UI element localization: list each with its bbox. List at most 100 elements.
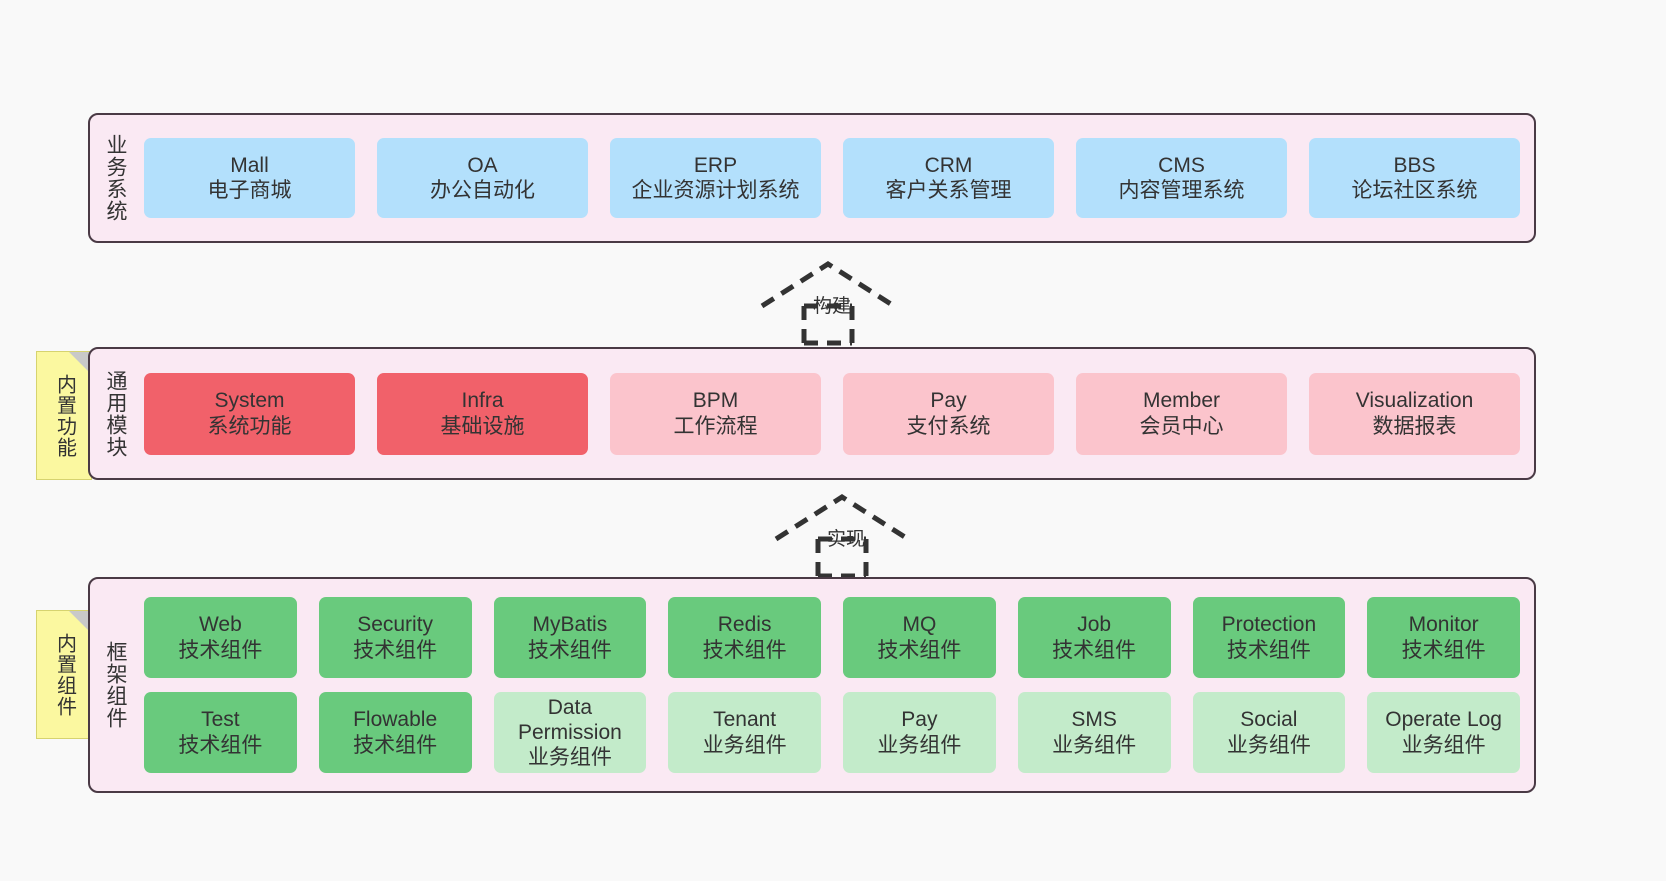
card-oa[interactable]: OA 办公自动化 (377, 138, 588, 218)
card-subtitle: 工作流程 (673, 414, 758, 438)
card-monitor[interactable]: Monitor 技术组件 (1367, 597, 1520, 678)
card-job[interactable]: Job 技术组件 (1017, 597, 1171, 678)
card-subtitle: 技术组件 (877, 638, 962, 662)
card-title: MyBatis (532, 613, 608, 637)
card-title: Web (198, 613, 242, 637)
card-subtitle: 业务组件 (877, 733, 962, 757)
card-social[interactable]: Social 业务组件 (1192, 692, 1346, 773)
card-subtitle: 业务组件 (1052, 733, 1137, 757)
layer-title-modules: 通用模块 (103, 369, 127, 458)
card-infra[interactable]: Infra 基础设施 (377, 372, 588, 455)
card-subtitle: 技术组件 (702, 638, 787, 662)
card-subtitle: 会员中心 (1139, 414, 1224, 438)
arrow-build (760, 261, 896, 346)
note-fold-corner-icon (69, 611, 91, 633)
card-title: Visualization (1355, 389, 1474, 413)
layer-business-systems: 业务系统 Mall 电子商城 OA 办公自动化 ERP 企业资源计划系统 CRM… (88, 113, 1536, 243)
arrow-label-implement: 实现 (827, 529, 866, 550)
card-title: Monitor (1408, 613, 1479, 637)
card-system[interactable]: System 系统功能 (144, 372, 355, 455)
card-title: BPM (692, 389, 739, 413)
layer-common-modules: 通用模块 System 系统功能 Infra 基础设施 BPM 工作流程 Pay… (88, 347, 1536, 480)
card-row: Web 技术组件 Security 技术组件 MyBatis 技术组件 Redi… (144, 597, 1520, 678)
card-title: Social (1240, 708, 1298, 732)
card-pay-module[interactable]: Pay 支付系统 (843, 372, 1054, 455)
card-title: Infra (461, 389, 504, 413)
card-mall[interactable]: Mall 电子商城 (144, 138, 355, 218)
card-flowable[interactable]: Flowable 技术组件 (318, 692, 472, 773)
card-crm[interactable]: CRM 客户关系管理 (843, 138, 1054, 218)
card-subtitle: 业务组件 (1226, 733, 1311, 757)
card-operate-log[interactable]: Operate Log 业务组件 (1367, 692, 1520, 773)
note-fold-corner-icon (69, 352, 91, 374)
card-title: OA (467, 153, 498, 177)
card-title: Protection (1221, 613, 1317, 637)
card-title: Mall (230, 153, 269, 177)
card-subtitle: 技术组件 (1226, 638, 1311, 662)
card-mq[interactable]: MQ 技术组件 (843, 597, 996, 678)
note-label: 内置组件 (53, 632, 76, 717)
card-subtitle: 业务组件 (1401, 733, 1486, 757)
card-pay-component[interactable]: Pay 业务组件 (843, 692, 996, 773)
card-title: Flowable (353, 708, 438, 732)
card-title: Test (201, 708, 240, 732)
card-subtitle: 基础设施 (440, 414, 525, 438)
card-subtitle: 客户关系管理 (885, 179, 1012, 202)
card-title: Redis (717, 613, 772, 637)
card-subtitle: 技术组件 (527, 638, 612, 662)
card-subtitle: 技术组件 (353, 733, 438, 757)
layer-title-business: 业务系统 (103, 134, 127, 222)
note-label: 内置功能 (53, 373, 76, 458)
card-subtitle: 论坛社区系统 (1351, 179, 1478, 202)
card-title: Pay (901, 708, 938, 732)
layer-body-framework: Web 技术组件 Security 技术组件 MyBatis 技术组件 Redi… (140, 579, 1534, 791)
card-title: Security (357, 613, 434, 637)
arrow-label-build: 构建 (813, 296, 852, 317)
card-tenant[interactable]: Tenant 业务组件 (668, 692, 821, 773)
card-subtitle: 业务组件 (527, 746, 612, 770)
layer-framework-components: 框架组件 Web 技术组件 Security 技术组件 MyBatis 技术组件… (88, 577, 1536, 793)
card-web[interactable]: Web 技术组件 (144, 597, 297, 678)
card-data-permission[interactable]: Data Permission 业务组件 (493, 692, 647, 773)
card-title: CRM (924, 153, 973, 177)
card-cms[interactable]: CMS 内容管理系统 (1076, 138, 1287, 218)
layer-body-modules: System 系统功能 Infra 基础设施 BPM 工作流程 Pay 支付系统… (140, 349, 1534, 478)
card-security[interactable]: Security 技术组件 (318, 597, 472, 678)
card-redis[interactable]: Redis 技术组件 (668, 597, 821, 678)
card-bbs[interactable]: BBS 论坛社区系统 (1309, 138, 1520, 218)
layer-title-framework: 框架组件 (103, 641, 127, 729)
card-title: Tenant (713, 708, 777, 732)
card-title: Job (1077, 613, 1112, 637)
card-subtitle: 系统功能 (207, 414, 292, 438)
card-mybatis[interactable]: MyBatis 技术组件 (493, 597, 647, 678)
card-protection[interactable]: Protection 技术组件 (1192, 597, 1346, 678)
card-sms[interactable]: SMS 业务组件 (1017, 692, 1171, 773)
card-subtitle: 技术组件 (178, 638, 263, 662)
card-row: System 系统功能 Infra 基础设施 BPM 工作流程 Pay 支付系统… (144, 372, 1520, 455)
card-title: MQ (902, 613, 937, 637)
card-title: CMS (1158, 153, 1205, 177)
arrow-implement (774, 494, 910, 579)
note-builtin-components: 内置组件 (36, 610, 92, 739)
card-row: Mall 电子商城 OA 办公自动化 ERP 企业资源计划系统 CRM 客户关系… (144, 138, 1520, 218)
card-title: Member (1142, 389, 1221, 413)
card-subtitle: 业务组件 (702, 733, 787, 757)
card-member[interactable]: Member 会员中心 (1076, 372, 1287, 455)
card-subtitle: 电子商城 (207, 179, 292, 202)
card-title: SMS (1071, 708, 1117, 732)
card-visualization[interactable]: Visualization 数据报表 (1309, 372, 1520, 455)
card-test[interactable]: Test 技术组件 (144, 692, 297, 773)
note-builtin-features: 内置功能 (36, 351, 92, 480)
card-subtitle: 企业资源计划系统 (631, 179, 800, 202)
card-subtitle: 技术组件 (1052, 638, 1137, 662)
card-erp[interactable]: ERP 企业资源计划系统 (610, 138, 821, 218)
card-subtitle: 数据报表 (1372, 414, 1457, 438)
card-subtitle: 技术组件 (353, 638, 438, 662)
card-title: System (214, 389, 285, 413)
card-title: Operate Log (1385, 708, 1502, 732)
card-subtitle: 支付系统 (906, 414, 991, 438)
card-subtitle: 内容管理系统 (1118, 179, 1245, 202)
card-bpm[interactable]: BPM 工作流程 (610, 372, 821, 455)
card-title: Data Permission (517, 695, 622, 744)
